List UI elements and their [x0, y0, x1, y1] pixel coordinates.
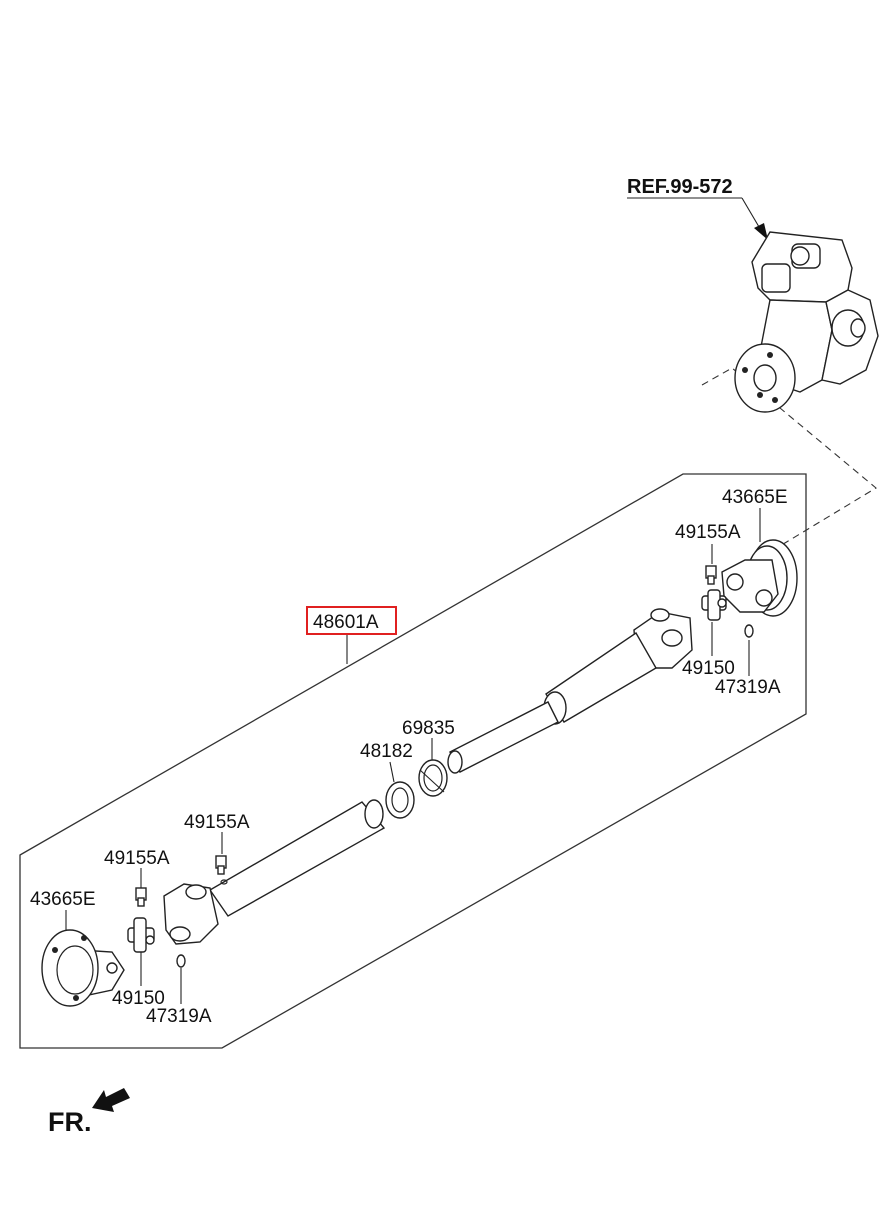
label-grease-fitting-mid[interactable]: 49155A — [184, 812, 250, 833]
ref-label[interactable]: REF.99-572 — [627, 176, 733, 198]
dust-cover-icon — [418, 759, 448, 797]
spider-left-icon — [127, 917, 155, 953]
flange-yoke-right-icon — [721, 539, 798, 617]
front-arrow-icon — [92, 1088, 130, 1112]
label-grease-fitting-right[interactable]: 49155A — [675, 522, 741, 543]
ring-left-icon — [176, 954, 186, 968]
label-flange-left[interactable]: 43665E — [30, 889, 96, 910]
front-tube-icon — [208, 799, 386, 917]
front-label: FR. — [48, 1107, 92, 1137]
label-flange-right[interactable]: 43665E — [722, 487, 788, 508]
flange-left-icon — [41, 929, 125, 1007]
front-yoke-icon — [163, 883, 219, 945]
ring-right-icon — [744, 624, 754, 638]
assembly-label[interactable]: 48601A — [313, 612, 379, 633]
ref-leader — [627, 197, 768, 240]
assembly-frame — [19, 473, 807, 1049]
label-slip-seal[interactable]: 48182 — [360, 741, 413, 762]
label-dust-cover[interactable]: 69835 — [402, 718, 455, 739]
slip-tube-icon — [447, 701, 559, 774]
front-direction-indicator: FR. — [48, 1088, 130, 1137]
assembly-highlight-box — [306, 606, 397, 635]
label-ring-left[interactable]: 47319A — [146, 1006, 212, 1027]
leader-lines — [65, 508, 761, 1004]
transfer-case-icon — [734, 231, 879, 413]
spider-right-icon — [701, 589, 727, 621]
grease-fitting-mid-icon — [215, 855, 228, 885]
label-spider-right[interactable]: 49150 — [682, 658, 735, 679]
slip-seal-icon — [385, 781, 415, 819]
rear-tube-icon — [543, 631, 657, 725]
grease-fitting-right-icon — [705, 565, 717, 585]
connection-dashed-line — [701, 367, 877, 553]
label-ring-right[interactable]: 47319A — [715, 677, 781, 698]
label-spider-left[interactable]: 49150 — [112, 988, 165, 1009]
grease-fitting-left-icon — [135, 887, 147, 907]
label-grease-fitting-left[interactable]: 49155A — [104, 848, 170, 869]
